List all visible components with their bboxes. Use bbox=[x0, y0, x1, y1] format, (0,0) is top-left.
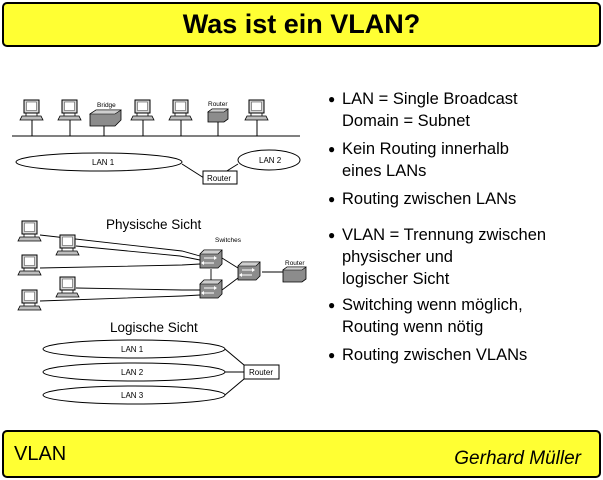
logical-view: Logische Sicht LAN 1 LAN 2 LAN 3 Router bbox=[42, 320, 280, 405]
bridge-icon bbox=[89, 109, 122, 127]
pc-icon bbox=[244, 99, 269, 121]
lan2-label: LAN 2 bbox=[259, 156, 282, 165]
top-bus-network: Bridge Router LAN 1 LAN 2 Router bbox=[12, 99, 301, 185]
bridge-label: Bridge bbox=[97, 102, 116, 109]
switch-icon bbox=[237, 261, 261, 281]
bullet-item: Kein Routing innerhalb eines LANs bbox=[328, 138, 598, 182]
title-bar: Was ist ein VLAN? bbox=[2, 2, 601, 47]
bullet-item: Routing zwischen LANs bbox=[328, 188, 598, 210]
vlan2-label: LAN 2 bbox=[121, 368, 144, 377]
switch-icon bbox=[199, 279, 223, 299]
network-diagram: Bridge Router LAN 1 LAN 2 Router Physisc… bbox=[12, 99, 307, 405]
physical-router-label: Router bbox=[285, 260, 305, 267]
router-icon bbox=[207, 108, 229, 123]
vlan3-label: LAN 3 bbox=[121, 391, 144, 400]
bullet-item: LAN = Single Broadcast Domain = Subnet bbox=[328, 88, 598, 132]
switches-label: Switches bbox=[215, 237, 242, 244]
switch-icon bbox=[199, 249, 223, 269]
pc-icon bbox=[19, 99, 44, 121]
logical-router-box bbox=[243, 364, 280, 380]
pc-icon bbox=[17, 289, 42, 311]
pc-icon bbox=[168, 99, 193, 121]
footer-author: Gerhard Müller bbox=[454, 448, 581, 469]
router-icon bbox=[282, 266, 307, 283]
lan2-ellipse bbox=[237, 149, 301, 171]
bullet-item: Routing zwischen VLANs bbox=[328, 344, 598, 366]
pc-icon bbox=[55, 276, 80, 298]
logical-heading: Logische Sicht bbox=[110, 320, 198, 335]
pc-icon bbox=[55, 234, 80, 256]
bullet-item: VLAN = Trennung zwischen physischer und … bbox=[328, 224, 598, 290]
footer-topic: VLAN bbox=[14, 443, 67, 465]
top-router-box bbox=[202, 170, 238, 185]
physical-view: Physische Sicht Switches Router bbox=[17, 217, 307, 311]
bullet-item: Switching wenn möglich, Routing wenn nöt… bbox=[328, 294, 598, 338]
page-title: Was ist ein VLAN? bbox=[182, 9, 421, 39]
physical-heading: Physische Sicht bbox=[106, 217, 202, 232]
footer-bar: VLAN Gerhard Müller bbox=[2, 430, 601, 478]
bullet-list: LAN = Single Broadcast Domain = Subnet K… bbox=[328, 88, 598, 366]
router-label: Router bbox=[208, 101, 228, 108]
lan1-label: LAN 1 bbox=[92, 158, 115, 167]
pc-icon bbox=[17, 254, 42, 276]
pc-icon bbox=[57, 99, 82, 121]
logical-router-box-label: Router bbox=[249, 368, 273, 377]
pc-icon bbox=[17, 220, 42, 242]
lan1-ellipse bbox=[15, 152, 183, 172]
vlan1-label: LAN 1 bbox=[121, 345, 144, 354]
top-router-box-label: Router bbox=[207, 174, 231, 183]
pc-icon bbox=[130, 99, 155, 121]
